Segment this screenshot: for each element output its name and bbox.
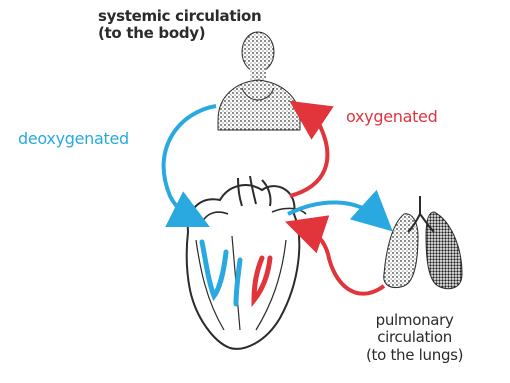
pulmonary-line3: (to the lungs) [366,347,463,364]
pulmonary-line1: pulmonary [366,312,463,329]
heart-illustration [187,176,306,349]
oxygenated-label: oxygenated [346,108,437,126]
oxygenated-arrow-lungs-to-heart [304,228,384,294]
pulmonary-circulation-label: pulmonary circulation (to the lungs) [366,312,463,364]
systemic-line1: systemic circulation [98,8,261,25]
pulmonary-line2: circulation [366,329,463,346]
deoxygenated-arrow-heart-to-lungs [288,202,378,218]
human-torso-illustration [218,32,300,130]
systemic-line2: (to the body) [98,25,261,42]
deoxygenated-label: deoxygenated [18,130,129,148]
systemic-circulation-label: systemic circulation (to the body) [98,8,261,43]
lungs-illustration [384,196,462,289]
